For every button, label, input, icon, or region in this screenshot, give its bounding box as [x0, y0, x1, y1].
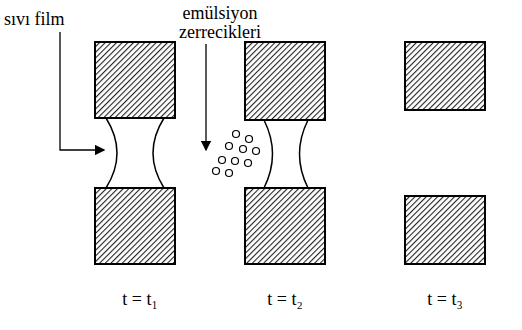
plate-block — [405, 42, 485, 110]
time-label: t = t₃ — [400, 290, 490, 309]
liquid-film — [106, 118, 117, 188]
callout-label: emülsiyon zerrecikleri — [170, 4, 270, 42]
liquid-film — [300, 120, 309, 188]
liquid-film — [153, 118, 164, 188]
callout-label: sıvı film — [4, 10, 114, 29]
plate-block — [95, 42, 175, 118]
plate-block — [95, 188, 175, 264]
liquid-film — [264, 120, 273, 188]
time-label: t = t₂ — [240, 290, 330, 309]
time-label: t = t₁ — [95, 290, 185, 309]
plate-block — [245, 188, 325, 264]
leader-arrow — [205, 44, 206, 150]
plate-block — [245, 42, 325, 120]
emulsion-droplets — [213, 131, 260, 177]
plate-block — [405, 196, 485, 264]
leader-arrow — [60, 32, 104, 150]
